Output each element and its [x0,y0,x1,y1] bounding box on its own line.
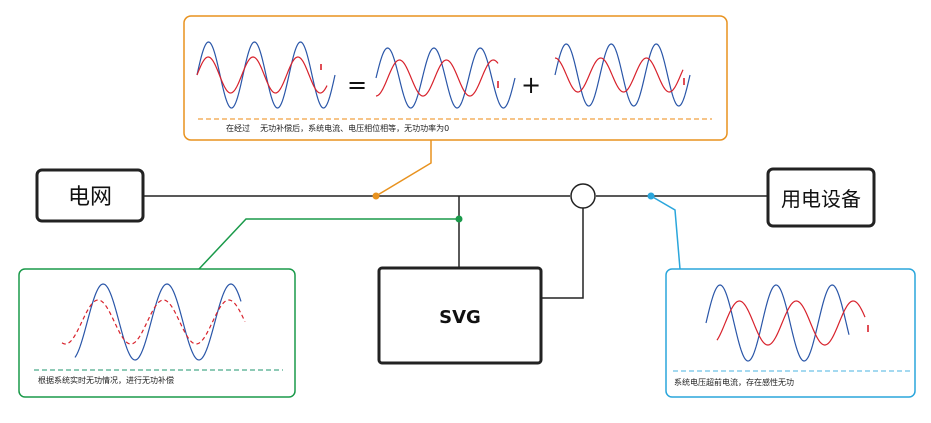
ct-signal-line [541,208,584,299]
equipment-node: 用电设备 [766,167,876,228]
left-panel: 根据系统实时无功情况，进行无功补偿 [18,215,463,398]
top-wave-3-current [554,57,684,93]
right-panel-caption: 系统电压超前电流，存在感性无功 [674,377,794,387]
left-panel-connector [198,218,459,270]
svg-label: SVG [439,307,481,328]
grid-node: 电网 [35,168,145,223]
top-wave-group-1 [196,41,336,109]
top-wave-group-3 [554,43,691,107]
left-panel-tap-dot [455,215,463,223]
top-wave-2-voltage [375,47,516,109]
left-panel-caption: 根据系统实时无功情况，进行无功补偿 [38,375,174,385]
top-wave-group-2 [375,47,516,109]
current-transformer-icon [570,183,596,209]
right-wave-voltage [705,284,850,362]
top-panel-caption: 在经过 无功补偿后，系统电流、电压相位相等，无功功率为0 [226,123,449,133]
equipment-label: 用电设备 [781,187,861,211]
top-wave-1-current [196,56,328,94]
left-wave-voltage [74,283,242,361]
right-panel: 系统电压超前电流，存在感性无功 [647,192,916,398]
svg-node: SVG [377,266,543,365]
top-panel: = + 在经过 无功补偿后，系统电流、电压相位相等，无功功率为0 [183,15,728,200]
right-panel-tap-dot [647,192,655,200]
equals-sign: = [347,71,367,99]
top-wave-2-current [375,59,499,97]
top-panel-connector [375,140,432,197]
right-panel-connector [650,195,681,270]
top-panel-tap-dot [372,192,380,200]
plus-sign: + [521,71,541,99]
grid-label: 电网 [68,185,112,210]
top-wave-3-voltage [554,43,691,107]
right-wave-current [716,300,866,346]
